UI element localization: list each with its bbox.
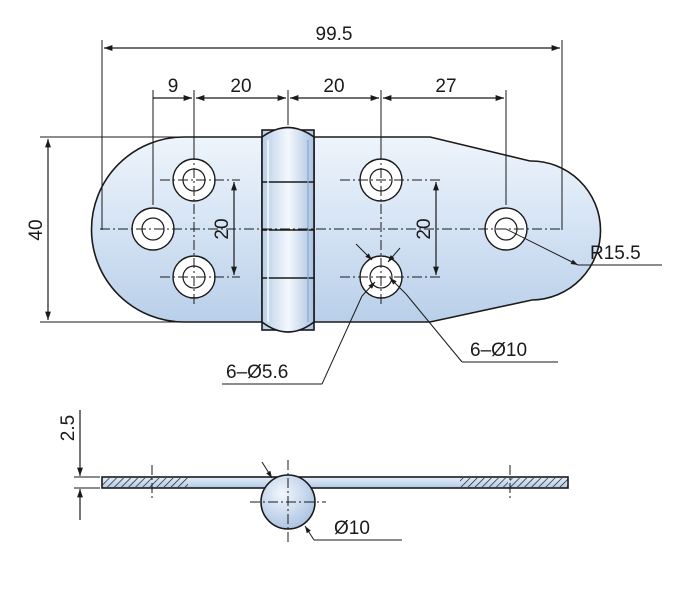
dim-9-label: 9 xyxy=(168,76,179,97)
dim-chain-horizontal: 9 20 20 27 xyxy=(152,76,507,205)
dim-overall-width: 99.5 xyxy=(101,24,563,230)
dim-height: 40 xyxy=(26,136,184,323)
dim-27-label: 27 xyxy=(435,76,456,97)
dim-thickness: 2.5 xyxy=(58,410,100,520)
callout-pin-diameter: Ø10 xyxy=(261,461,402,541)
callout-hole-small: 6–Ø5.6 xyxy=(222,247,401,385)
radius-label: R15.5 xyxy=(590,243,641,264)
side-view xyxy=(101,460,569,545)
callout-hole-large: 6–Ø10 xyxy=(355,243,558,363)
center-lines xyxy=(100,150,560,305)
hinge-knuckle xyxy=(261,126,315,333)
thickness-label: 2.5 xyxy=(58,415,79,441)
height-40-label: 40 xyxy=(26,219,47,240)
dim-vertical-20-right: 20 xyxy=(414,181,439,275)
vertical-20-left-label: 20 xyxy=(212,218,233,239)
hole-large-label: 6–Ø10 xyxy=(470,340,527,361)
vertical-20-right-label: 20 xyxy=(414,218,435,239)
dim-20-left-label: 20 xyxy=(230,76,251,97)
pin-diameter-label: Ø10 xyxy=(334,518,370,539)
plate-top-view xyxy=(90,126,602,333)
dim-20-right-label: 20 xyxy=(323,76,344,97)
hole-small-label: 6–Ø5.6 xyxy=(226,362,288,383)
overall-width-label: 99.5 xyxy=(316,24,353,45)
dim-vertical-20-left: 20 xyxy=(212,181,237,275)
dim-radius: R15.5 xyxy=(505,228,662,266)
